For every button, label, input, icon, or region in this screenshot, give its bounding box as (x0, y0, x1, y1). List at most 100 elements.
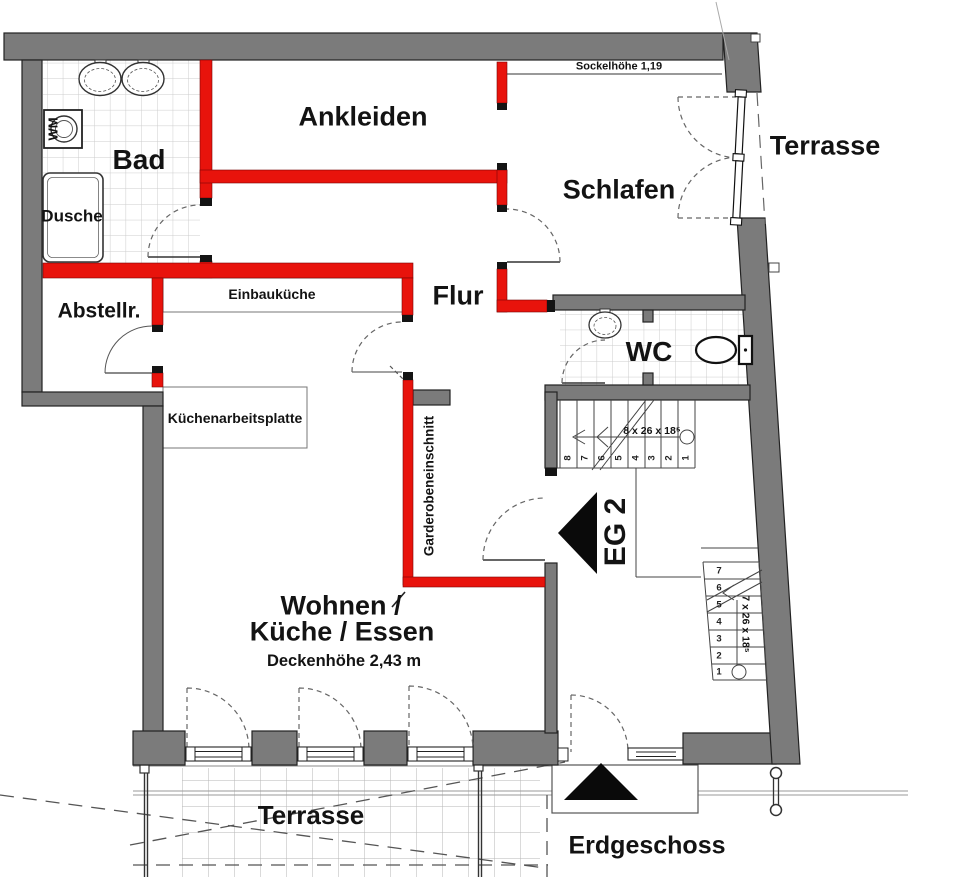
room-label-abstellraum: Abstellr. (57, 299, 141, 323)
bottom-wall-pier (251, 730, 298, 766)
hall-west-wall (544, 391, 558, 469)
stair-upper-step-number: 7 (579, 455, 591, 461)
left-lower-wall (142, 405, 164, 734)
corner-marker (768, 262, 780, 273)
wc-north-wall (552, 294, 746, 311)
hall-kitchen-door-arc (351, 321, 403, 373)
stair-upper-step-number: 1 (680, 455, 692, 461)
toilet-icon (694, 334, 754, 366)
left-wall (21, 59, 43, 393)
annotation-sockelhoehe: Sockelhöhe 1,19 (575, 60, 663, 73)
bottom-wall-pier (472, 730, 559, 766)
bedroom-door-arc (506, 208, 561, 263)
terrace-door-glazing (185, 746, 252, 762)
bottom-wall-pier (132, 730, 186, 766)
terrace-door-arc (408, 685, 474, 751)
eg2-direction-arrow (558, 492, 597, 574)
stair-lower (701, 547, 768, 681)
fixture-label-dusche: Dusche (41, 206, 103, 226)
annotation-kuechenarbeitsplatte: Küchenarbeitsplatte (167, 410, 303, 426)
room-label-bad: Bad (112, 144, 166, 175)
wc-wall-nib (642, 309, 654, 323)
built-in-kitchen-outline (162, 277, 406, 313)
stair-upper-step-number: 8 (562, 455, 574, 461)
wc-sink-icon (588, 308, 622, 339)
terrace-edge-dashed (756, 92, 766, 225)
room-label-flur: Flur (432, 280, 484, 311)
corner-marker (750, 33, 761, 43)
hall-west-wall (544, 562, 558, 734)
entrance-sidelight-glazing (557, 747, 684, 762)
annotation-garderobeneinschnitt: Garderobeneinschnitt (421, 415, 437, 557)
stair-lower-step-number: 2 (716, 650, 722, 662)
window-symbols (185, 746, 684, 762)
bottom-wall-pier (363, 730, 408, 766)
wall-tick (389, 365, 404, 380)
stair-upper-step-number: 5 (613, 455, 625, 461)
terrace-boundary-diagonal (129, 761, 566, 846)
washing-machine-icon (43, 109, 83, 149)
wc-wall-nib (642, 372, 654, 386)
room-label-ankleiden: Ankleiden (298, 101, 428, 132)
entrance-arrow (564, 763, 638, 800)
kitchen-stub-wall (412, 389, 451, 406)
stair-lower-step-number: 6 (716, 582, 722, 594)
left-step-wall (21, 391, 164, 407)
stair-break-line (591, 399, 655, 471)
stairwell-boundary (635, 468, 701, 578)
stair-lower-step-number: 4 (716, 616, 722, 628)
east-angled-wall (736, 217, 801, 765)
plan-title-erdgeschoss: Erdgeschoss (568, 831, 726, 860)
wall-end-cap (545, 468, 557, 476)
terrace-post (473, 762, 484, 877)
stair-upper (557, 399, 696, 471)
stair-break-line (706, 569, 763, 613)
top-right-corner-wall (722, 32, 762, 93)
stair-lower-step-number: 5 (716, 599, 722, 611)
bottom-wall-right (682, 732, 777, 765)
outer-walls (3, 32, 801, 766)
room-label-wohnen-line1: Wohnen / (280, 590, 402, 621)
terrace-door-arc (186, 687, 250, 751)
stair-upper-annotation: 8 x 26 x 18⁵ (623, 424, 681, 437)
bathroom-floor-tiles (43, 60, 200, 263)
bath-sink-icon (78, 59, 122, 97)
terrace-post (139, 764, 150, 877)
annotation-deckenhoehe: Deckenhöhe 2,43 m (266, 651, 422, 670)
stair-upper-step-number: 3 (646, 455, 658, 461)
door-symbols (104, 96, 740, 753)
top-wall (3, 32, 724, 61)
shower-tray-icon (42, 172, 104, 263)
stair-upper-step-number: 6 (596, 455, 608, 461)
area-label-terrasse-bottom: Terrasse (257, 800, 365, 830)
stair-lower-annotation: 7 x 26 x 18⁵ (739, 595, 752, 653)
annotation-einbaukueche: Einbauküche (228, 286, 316, 302)
red-walls (42, 59, 548, 588)
stair-lower-step-number: 3 (716, 633, 722, 645)
stair-lower-step-number: 1 (716, 666, 722, 678)
terrace-door-arc (298, 687, 362, 751)
wall-tick (391, 591, 406, 608)
walkline-arrow (572, 429, 586, 445)
room-label-wc: WC (625, 336, 673, 367)
entrance-door-arc (570, 694, 629, 753)
room-label-wohnen-line2: Küche / Essen (249, 616, 435, 647)
living-room-door-arc (482, 497, 546, 561)
stair-upper-step-number: 2 (663, 455, 675, 461)
bath-door-arc (147, 204, 201, 258)
room-label-schlafen: Schlafen (562, 174, 676, 205)
railing-post (769, 766, 783, 817)
area-label-terrasse-right: Terrasse (769, 130, 881, 161)
bath-sink-icon (121, 59, 165, 97)
terrace-bottom-area (0, 761, 908, 877)
survey-line (715, 1, 730, 61)
french-door-arc (677, 96, 740, 159)
terrace-door-glazing (297, 746, 364, 762)
kitchen-worktop-outline (162, 386, 308, 449)
red-wall-end-caps (152, 103, 555, 380)
terrace-door-glazing (407, 746, 474, 762)
storage-door-arc (104, 325, 153, 374)
stair-lower-step-number: 7 (716, 565, 722, 577)
